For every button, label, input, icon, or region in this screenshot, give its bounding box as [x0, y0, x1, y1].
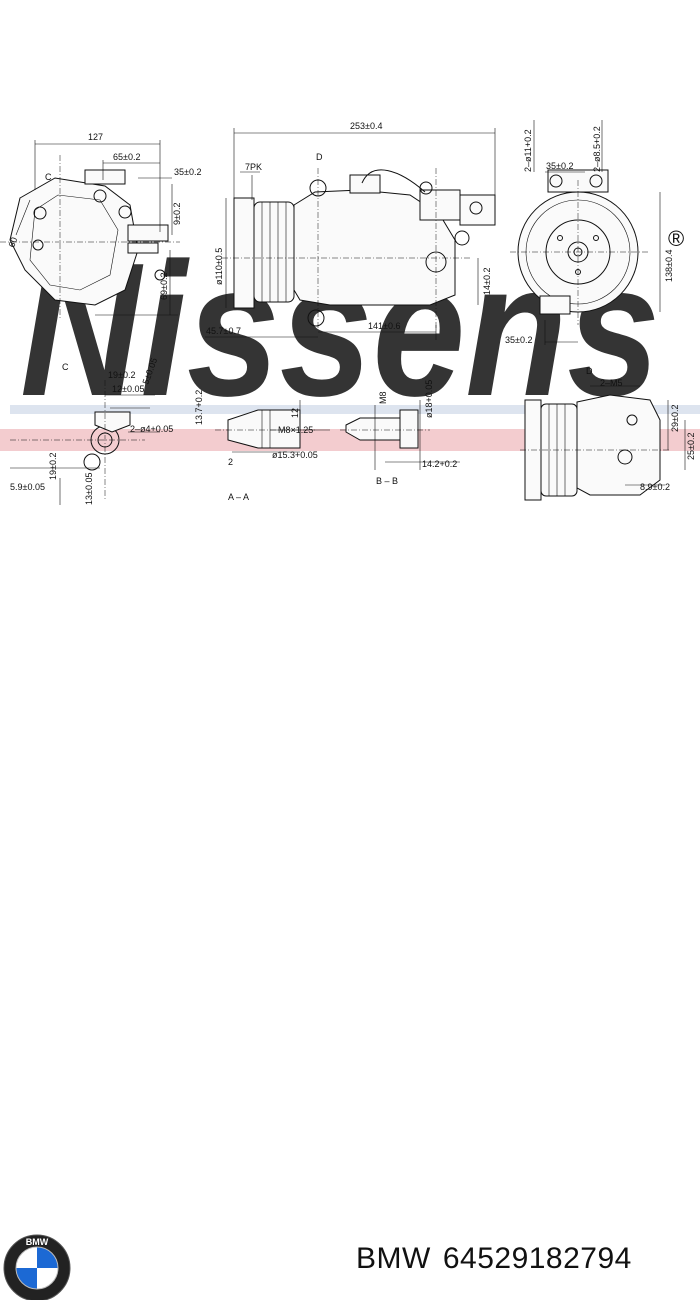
- dim-35b: 35±0.2: [546, 161, 573, 171]
- dim-9: 9±0.2: [172, 203, 182, 225]
- dim-18: ø18+0.05: [424, 380, 434, 418]
- detail-d-label: D: [586, 366, 593, 376]
- section-bb-label: B – B: [376, 476, 398, 486]
- dim-2: 2: [228, 457, 233, 467]
- technical-drawing: Nissens ® C 127 65±0.2 35±0.2 9±0.2 60 6…: [0, 120, 700, 505]
- dim-253: 253±0.4: [350, 121, 382, 131]
- view-front-right: [510, 120, 661, 345]
- section-aa: [215, 400, 330, 453]
- dim-19a: 19±0.2: [108, 370, 135, 380]
- dim-141: 141±0.6: [368, 321, 400, 331]
- dim-2-8-5: 2–ø8.5+0.2: [592, 126, 602, 172]
- dim-127: 127: [88, 132, 103, 142]
- dim-2-11: 2–ø11+0.2: [523, 129, 533, 172]
- dim-12b: 12: [290, 408, 300, 418]
- dim-13-7: 13.7+0.2: [194, 390, 204, 425]
- section-bb: [340, 400, 460, 470]
- dim-14-2: 14.2+0.2: [422, 459, 457, 469]
- bmw-roundel-icon: BMW: [3, 1234, 71, 1300]
- dim-2-4: 2–ø4+0.05: [130, 424, 173, 434]
- dim-69: 69±0.2: [159, 273, 169, 300]
- view-c-top-label: C: [45, 172, 52, 182]
- footer: BMW BMW 64529182794: [0, 600, 700, 1300]
- dim-45-7: 45.7±0.7: [206, 326, 241, 336]
- dim-12: 12±0.05: [112, 384, 144, 394]
- dim-60: 60: [6, 236, 19, 249]
- dim-65: 65±0.2: [113, 152, 140, 162]
- view-c-top: [0, 140, 180, 320]
- dim-29: 29±0.2: [670, 405, 680, 432]
- dim-19b: 19±0.2: [48, 453, 58, 480]
- dim-m8x125: M8×1.25: [278, 425, 313, 435]
- brand-name: BMW: [356, 1242, 431, 1275]
- dim-35c: 35±0.2: [505, 335, 532, 345]
- detail-c-label: C: [62, 362, 69, 372]
- dim-5-9: 5.9±0.05: [10, 482, 45, 492]
- watermark-underline: [10, 405, 700, 414]
- dim-14: 14±0.2: [482, 268, 492, 295]
- dim-2-m5: 2–M5: [600, 378, 623, 388]
- view-d-top: [205, 128, 496, 340]
- dim-138: 138±0.4: [664, 250, 674, 282]
- section-aa-label: A – A: [228, 492, 249, 502]
- dim-13b: 13±0.05: [84, 473, 94, 505]
- dim-m8: M8: [378, 391, 388, 404]
- dim-25: 25±0.2: [686, 433, 696, 460]
- part-caption: BMW 64529182794: [356, 1242, 632, 1276]
- dim-7pk: 7PK: [245, 162, 262, 172]
- dim-15-3: ø15.3+0.05: [272, 450, 318, 460]
- watermark-registered-mark: ®: [668, 226, 684, 251]
- bmw-logo-letters: BMW: [26, 1237, 49, 1247]
- dim-8-9: 8.9±0.2: [640, 482, 670, 492]
- dim-110: ø110±0.5: [214, 248, 224, 285]
- part-number: 64529182794: [442, 1242, 632, 1275]
- dim-35a: 35±0.2: [174, 167, 201, 177]
- detail-d: [520, 385, 686, 501]
- view-d-top-label: D: [316, 152, 323, 162]
- detail-c: [10, 380, 160, 505]
